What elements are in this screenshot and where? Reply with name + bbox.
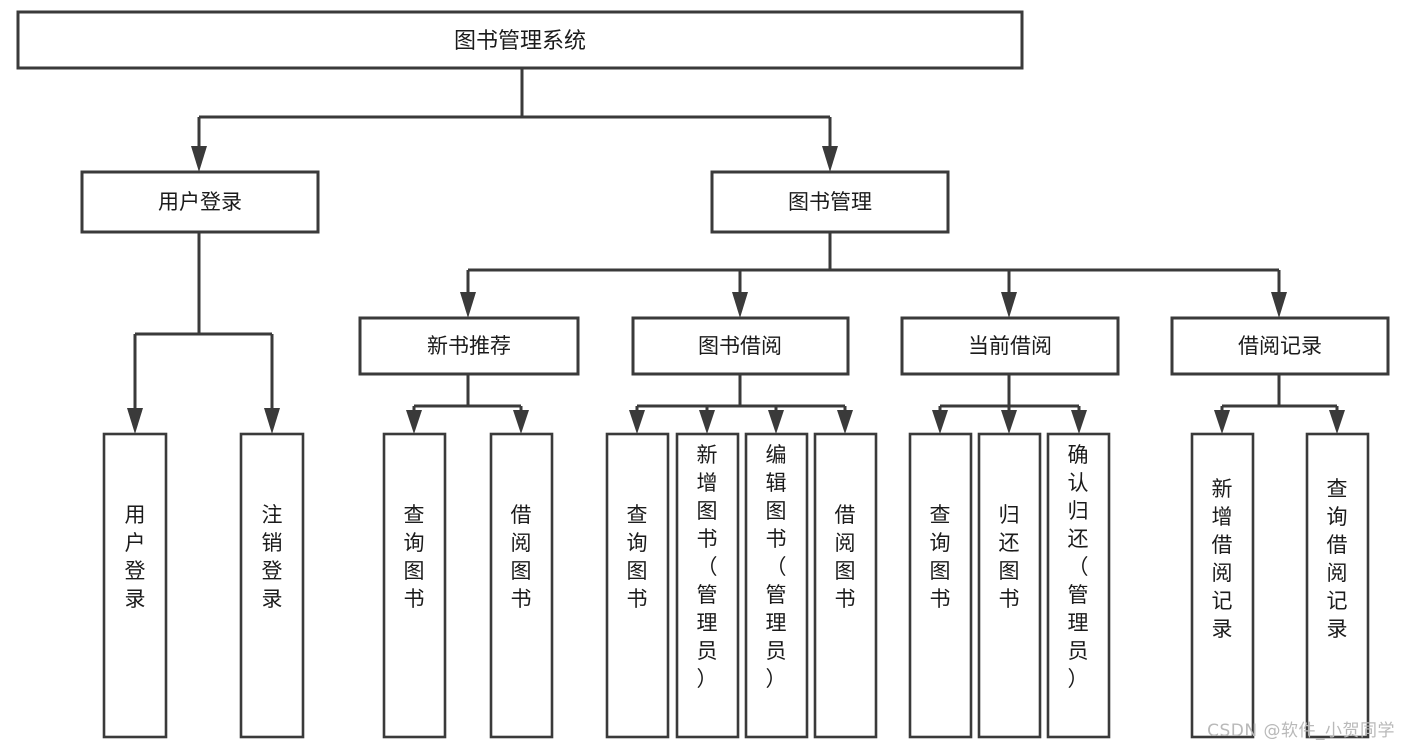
node-root-box[interactable] (16, 10, 1024, 70)
node-leaf-add-record[interactable]: 新增借阅记录 (1190, 432, 1255, 739)
node-leaf-add-book-box[interactable] (675, 432, 740, 739)
node-leaf-query-book-3[interactable]: 查询图书 (908, 432, 973, 739)
arrow-to-leaf-confirm-return (1071, 410, 1087, 434)
node-leaf-confirm-return-label: 确认归还（管理员） (1068, 443, 1089, 691)
node-leaf-query-record-label: 查询借阅记录 (1327, 477, 1348, 641)
node-leaf-return-book-label: 归还图书 (999, 503, 1020, 611)
arrow-to-leaf-add-book (699, 410, 715, 434)
node-leaf-borrow-book-2-label: 借阅图书 (835, 503, 856, 611)
node-leaf-query-book-1[interactable]: 查询图书 (382, 432, 447, 739)
node-book-manage-box[interactable] (710, 170, 950, 234)
node-leaf-query-book-1-box[interactable] (382, 432, 447, 739)
node-book-borrow[interactable]: 图书借阅 (631, 316, 850, 376)
arrow-to-book-borrow (732, 292, 748, 318)
arrow-to-leaf-query-record (1329, 410, 1345, 434)
edge-layer (127, 68, 1345, 434)
node-new-book-recommend-label: 新书推荐 (427, 334, 511, 358)
node-leaf-borrow-book-1-box[interactable] (489, 432, 554, 739)
node-leaf-user-login-label: 用户登录 (125, 503, 146, 611)
node-leaf-confirm-return[interactable]: 确认归还（管理员） (1046, 432, 1111, 739)
node-leaf-borrow-book-1[interactable]: 借阅图书 (489, 432, 554, 739)
node-leaf-confirm-return-box[interactable] (1046, 432, 1111, 739)
node-current-borrow-label: 当前借阅 (968, 334, 1052, 358)
node-leaf-query-book-2[interactable]: 查询图书 (605, 432, 670, 739)
node-borrow-record-box[interactable] (1170, 316, 1390, 376)
arrow-to-leaf-borrow-book-2 (837, 410, 853, 434)
arrow-to-new-book-recommend (460, 292, 476, 318)
node-book-manage-label: 图书管理 (788, 190, 872, 214)
node-leaf-query-record[interactable]: 查询借阅记录 (1305, 432, 1370, 739)
node-borrow-record-label: 借阅记录 (1238, 334, 1322, 358)
node-leaf-query-book-3-label: 查询图书 (930, 503, 951, 611)
node-leaf-borrow-book-1-label: 借阅图书 (511, 503, 532, 611)
node-new-book-recommend[interactable]: 新书推荐 (358, 316, 580, 376)
arrow-to-leaf-query-book-3 (932, 410, 948, 434)
node-leaf-edit-book-label: 编辑图书（管理员） (766, 443, 787, 691)
node-new-book-recommend-box[interactable] (358, 316, 580, 376)
node-leaf-user-logout-box[interactable] (239, 432, 305, 739)
node-leaf-edit-book-box[interactable] (744, 432, 809, 739)
node-leaf-user-logout[interactable]: 注销登录 (239, 432, 305, 739)
arrow-to-leaf-user-login (127, 408, 143, 434)
arrow-to-current-borrow (1001, 292, 1017, 318)
node-root-label: 图书管理系统 (454, 29, 586, 54)
node-leaf-borrow-book-2[interactable]: 借阅图书 (813, 432, 878, 739)
node-leaf-add-record-label: 新增借阅记录 (1212, 477, 1233, 641)
node-leaf-query-book-1-label: 查询图书 (404, 503, 425, 611)
node-leaf-edit-book[interactable]: 编辑图书（管理员） (744, 432, 809, 739)
arrow-to-leaf-query-book-2 (629, 410, 645, 434)
node-leaf-return-book-box[interactable] (977, 432, 1042, 739)
node-leaf-user-login-box[interactable] (102, 432, 168, 739)
arrow-to-leaf-borrow-book-1 (513, 410, 529, 434)
arrow-to-book-manage (822, 146, 838, 172)
node-leaf-user-login[interactable]: 用户登录 (102, 432, 168, 739)
node-leaf-query-book-3-box[interactable] (908, 432, 973, 739)
node-leaf-borrow-book-2-box[interactable] (813, 432, 878, 739)
node-current-borrow-box[interactable] (900, 316, 1120, 376)
arrow-to-leaf-query-book-1 (406, 410, 422, 434)
node-user-login-box[interactable] (80, 170, 320, 234)
node-leaf-add-record-box[interactable] (1190, 432, 1255, 739)
node-leaf-return-book[interactable]: 归还图书 (977, 432, 1042, 739)
node-book-borrow-box[interactable] (631, 316, 850, 376)
node-borrow-record[interactable]: 借阅记录 (1170, 316, 1390, 376)
node-leaf-query-book-2-label: 查询图书 (627, 503, 648, 611)
node-user-login[interactable]: 用户登录 (80, 170, 320, 234)
node-leaf-add-book[interactable]: 新增图书（管理员） (675, 432, 740, 739)
arrow-to-user-login (191, 146, 207, 172)
arrow-to-borrow-record (1271, 292, 1287, 318)
node-leaf-query-book-2-box[interactable] (605, 432, 670, 739)
arrow-to-leaf-user-logout (264, 408, 280, 434)
node-current-borrow[interactable]: 当前借阅 (900, 316, 1120, 376)
node-leaf-query-record-box[interactable] (1305, 432, 1370, 739)
node-root[interactable]: 图书管理系统 (16, 10, 1024, 70)
node-leaf-user-logout-label: 注销登录 (262, 503, 283, 611)
arrow-to-leaf-return-book (1001, 410, 1017, 434)
arrow-to-leaf-edit-book (768, 410, 784, 434)
node-leaf-add-book-label: 新增图书（管理员） (697, 443, 718, 691)
csdn-watermark: CSDN @软件_小贺同学 (1207, 721, 1395, 741)
node-book-borrow-label: 图书借阅 (698, 334, 782, 358)
node-book-manage[interactable]: 图书管理 (710, 170, 950, 234)
arrow-to-leaf-add-record (1214, 410, 1230, 434)
node-user-login-label: 用户登录 (158, 190, 242, 214)
